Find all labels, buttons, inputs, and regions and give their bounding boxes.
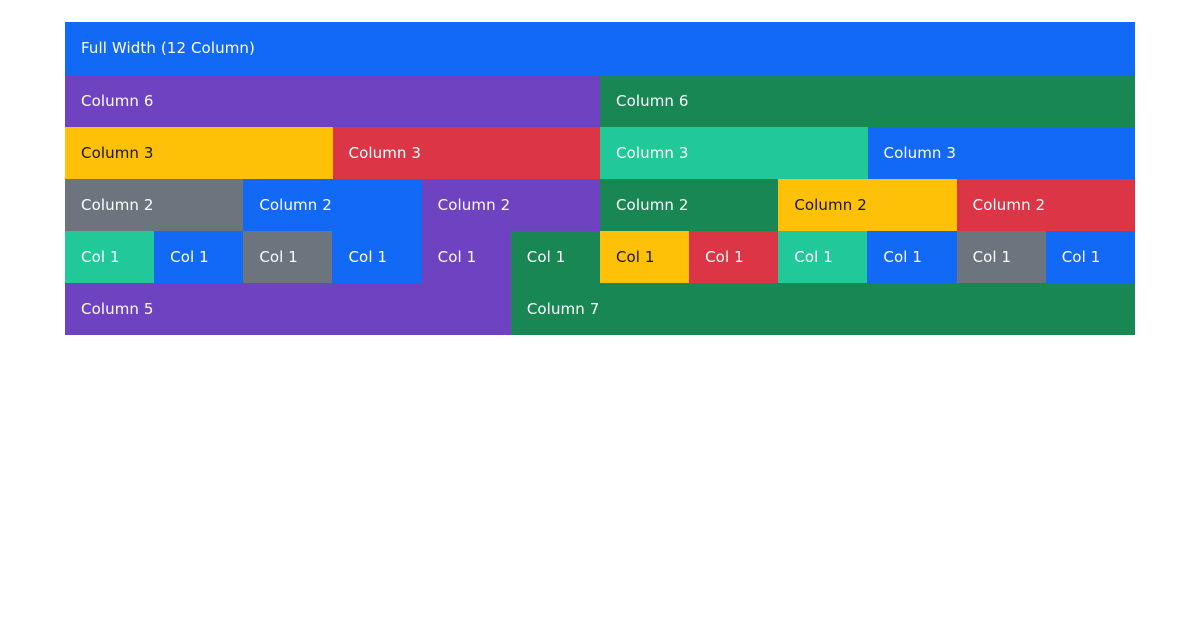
grid-cell-label: Col 1 bbox=[437, 247, 477, 266]
grid-cell-1col: Col 1 bbox=[599, 231, 690, 283]
grid-cell-1col: Col 1 bbox=[154, 231, 244, 283]
grid-cell-label: Col 1 bbox=[883, 247, 923, 266]
grid-cell-label: Column 2 bbox=[615, 195, 689, 214]
grid-cell-label: Col 1 bbox=[705, 247, 744, 266]
grid-cell-1col: Col 1 bbox=[243, 231, 333, 283]
grid-cell-2col: Column 2 bbox=[778, 179, 957, 231]
grid-cell-1col: Col 1 bbox=[778, 231, 868, 283]
grid-cell-label: Column 2 bbox=[437, 195, 511, 214]
grid-cell-label: Column 2 bbox=[794, 195, 867, 214]
grid-cell-3col: Column 3 bbox=[867, 127, 1135, 179]
grid-cell-label: Column 3 bbox=[81, 143, 154, 162]
grid-cell-2col: Column 2 bbox=[65, 179, 244, 231]
grid-cell-2col: Column 2 bbox=[956, 179, 1135, 231]
grid-cell-1col: Col 1 bbox=[510, 231, 600, 283]
grid-cell-3col: Column 3 bbox=[600, 127, 868, 179]
grid-cell-label: Col 1 bbox=[794, 247, 833, 266]
grid-cell-6col: Column 6 bbox=[65, 75, 600, 127]
grid-cell-1col: Col 1 bbox=[867, 231, 957, 283]
grid-cell-12col: Full Width (12 Column) bbox=[65, 22, 1135, 75]
grid-cell-label: Full Width (12 Column) bbox=[81, 39, 255, 57]
grid-cell-label: Column 2 bbox=[259, 195, 332, 214]
grid-cell-label: Col 1 bbox=[348, 247, 388, 266]
five-seven-row: Column 5 Column 7 bbox=[65, 283, 1135, 335]
grid-cell-label: Col 1 bbox=[615, 247, 655, 266]
grid-cell-1col: Col 1 bbox=[65, 231, 155, 283]
grid-cell-label: Column 2 bbox=[81, 195, 154, 214]
full-width-row: Full Width (12 Column) bbox=[65, 22, 1135, 75]
grid-cell-5col: Column 5 bbox=[65, 283, 511, 335]
grid-cell-label: Column 6 bbox=[81, 91, 154, 110]
grid-cell-label: Column 7 bbox=[526, 299, 600, 318]
grid-cell-1col: Col 1 bbox=[421, 231, 511, 283]
grid-cell-label: Col 1 bbox=[259, 247, 298, 266]
grid-cell-label: Col 1 bbox=[170, 247, 209, 266]
grid-cell-2col: Column 2 bbox=[243, 179, 422, 231]
grid-cell-label: Column 3 bbox=[883, 143, 957, 162]
six-column-row: Column 6 Column 6 bbox=[65, 75, 1135, 127]
grid-cell-label: Col 1 bbox=[1061, 247, 1101, 266]
grid-cell-label: Column 5 bbox=[81, 299, 154, 318]
grid-cell-3col: Column 3 bbox=[65, 127, 333, 179]
grid-cell-label: Col 1 bbox=[526, 247, 566, 266]
grid-cell-label: Col 1 bbox=[972, 247, 1012, 266]
grid-cell-label: Column 3 bbox=[348, 143, 422, 162]
grid-cell-2col: Column 2 bbox=[421, 179, 600, 231]
grid-cell-1col: Col 1 bbox=[956, 231, 1046, 283]
grid-cell-label: Col 1 bbox=[81, 247, 120, 266]
grid-cell-3col: Column 3 bbox=[332, 127, 600, 179]
grid-cell-1col: Col 1 bbox=[332, 231, 422, 283]
three-column-row: Column 3 Column 3 Column 3 Column 3 bbox=[65, 127, 1135, 179]
grid-cell-label: Column 2 bbox=[972, 195, 1046, 214]
grid-cell-7col: Column 7 bbox=[510, 283, 1135, 335]
grid-cell-1col: Col 1 bbox=[689, 231, 779, 283]
grid-cell-1col: Col 1 bbox=[1045, 231, 1135, 283]
grid-cell-label: Column 6 bbox=[616, 91, 689, 110]
grid-cell-2col: Column 2 bbox=[599, 179, 779, 231]
one-column-row: Col 1 Col 1 Col 1 Col 1 Col 1 Col 1 Col 1 Col 1… bbox=[65, 231, 1135, 283]
two-column-row: Column 2 Column 2 Column 2 Column 2 Column 2… bbox=[65, 179, 1135, 231]
grid-cell-6col: Column 6 bbox=[600, 75, 1135, 127]
grid-cell-label: Column 3 bbox=[616, 143, 689, 162]
